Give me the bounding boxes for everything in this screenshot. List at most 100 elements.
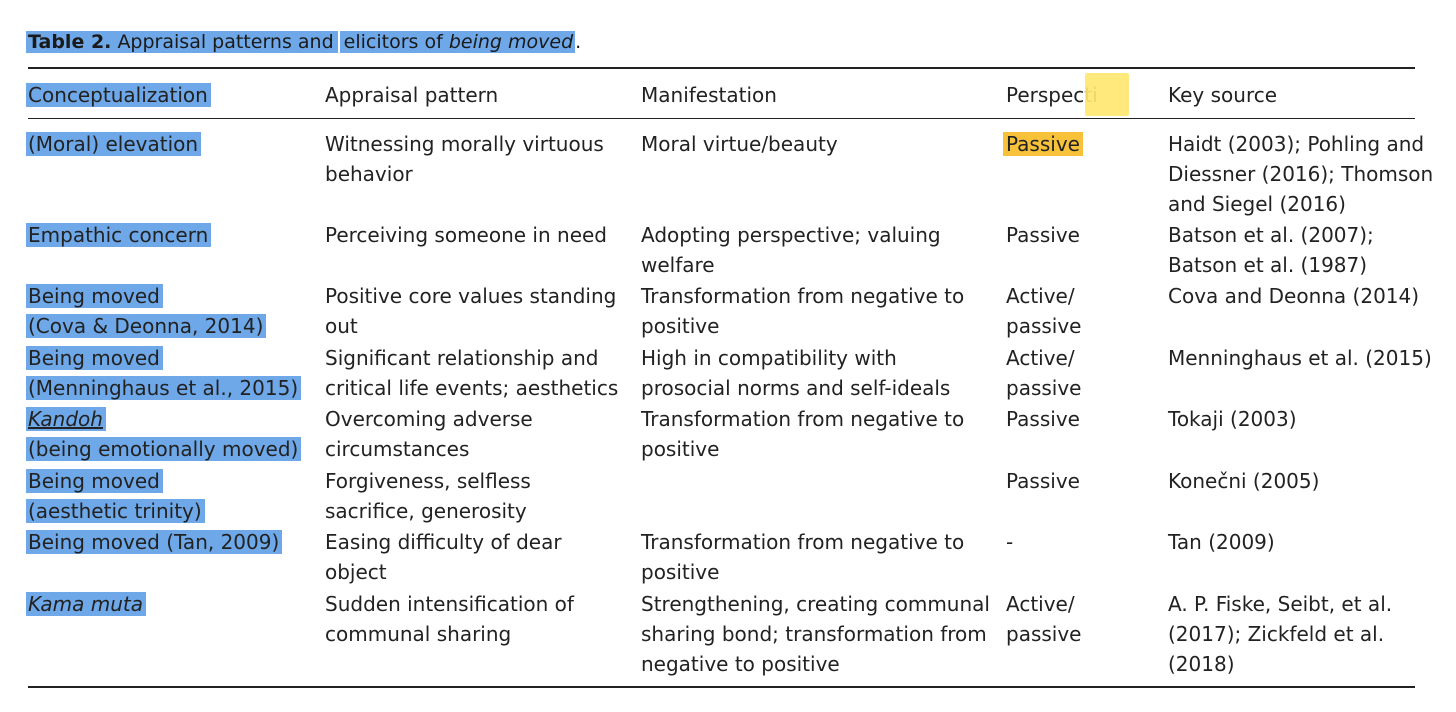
cell-line: positive [641,314,720,338]
cell-line: and Siegel (2016) [1168,192,1346,216]
cell-line: passive [1006,376,1082,400]
cell-line: High in compatibility with [641,346,897,370]
cell-line: (2017); Zickfeld et al. [1168,622,1385,646]
cell-appraisal: Perceiving someone in need [325,220,607,250]
cell-line: Being moved (Tan, 2009) [26,530,283,554]
cell-line: Transformation from negative to [641,284,965,308]
cell-appraisal: Sudden intensification of communal sharin… [325,589,574,649]
cell-line: communal sharing [325,622,512,646]
caption-text-b-italic: being moved [448,31,574,53]
cell-line: Passive [1006,407,1080,431]
cell-perspective: Passive [1006,220,1080,250]
cell-line: Overcoming adverse [325,407,533,431]
cell-line: Kama muta [26,592,147,616]
cell-line: passive [1006,622,1082,646]
cell-line: Transformation from negative to [641,530,965,554]
cell-line: critical life events; aesthetics [325,376,619,400]
cell-perspective: Passive [1006,466,1080,496]
cell-line: Passive [1003,132,1083,156]
cell-concept: Being moved(Menninghaus et al., 2015) [26,343,302,403]
cell-appraisal: Witnessing morally virtuous behavior [325,129,604,189]
cell-line: Batson et al. (1987) [1168,253,1368,277]
cell-line: Cova and Deonna (2014) [1168,284,1420,308]
cell-line: negative to positive [641,652,840,676]
cell-appraisal: Significant relationship and critical lif… [325,343,618,403]
caption-period: . [575,31,582,53]
cell-line: Forgiveness, selfless [325,469,531,493]
cell-line: Significant relationship and [325,346,599,370]
cell-perspective: Passive [1006,404,1080,434]
cell-line: (aesthetic trinity) [26,499,205,523]
cell-perspective: Passive [1003,129,1083,159]
cell-perspective: Active/passive [1006,281,1082,341]
cell-line: Tokaji (2003) [1168,407,1297,431]
cell-line: (Moral) elevation [26,132,202,156]
cell-line: passive [1006,314,1082,338]
cell-source: Konečni (2005) [1168,466,1319,496]
cell-line: positive [641,560,720,584]
cell-concept: Empathic concern [26,220,212,250]
cell-concept: Being moved (Tan, 2009) [26,527,283,557]
cell-line: Being moved [26,469,163,493]
cell-line: Transformation from negative to [641,407,965,431]
caption-text-b: elicitors of [343,31,443,53]
cell-line: Being moved [26,284,163,308]
header-conceptualization: Conceptualization [26,80,211,110]
cell-line: Active/ [1006,284,1075,308]
cell-line: Haidt (2003); Pohling and [1168,132,1425,156]
cell-source: Tan (2009) [1168,527,1275,557]
cell-source: Cova and Deonna (2014) [1168,281,1419,311]
cell-line: Active/ [1006,346,1075,370]
header-perspective: Perspecti [1006,83,1098,107]
cell-line: sacrifice, generosity [325,499,527,523]
cell-manifestation: Transformation from negative to positive [641,404,964,464]
sticky-note-annotation[interactable] [1085,73,1129,116]
table-caption: Table 2. Appraisal patterns and elicitors… [26,26,581,58]
cell-line: Adopting perspective; valuing [641,223,941,247]
cell-line: Passive [1006,469,1080,493]
cell-line: welfare [641,253,715,277]
cell-line: Konečni (2005) [1168,469,1320,493]
cell-line: Witnessing morally virtuous [325,132,604,156]
cell-appraisal: Forgiveness, selfless sacrifice, generosi… [325,466,531,526]
cell-line: Sudden intensification of [325,592,574,616]
cell-concept: Kandoh(being emotionally moved) [26,404,302,464]
cell-manifestation: Moral virtue/beauty [641,129,838,159]
cell-line: object [325,560,387,584]
cell-concept: Kama muta [26,589,147,619]
cell-source: Tokaji (2003) [1168,404,1297,434]
cell-appraisal: Positive core values standing out [325,281,616,341]
cell-line: (2018) [1168,652,1235,676]
cell-line: Positive core values standing [325,284,617,308]
header-bottom-rule [28,118,1415,119]
cell-manifestation: High in compatibility with prosocial norm… [641,343,950,403]
cell-line: behavior [325,162,413,186]
cell-line: Menninghaus et al. (2015) [1168,346,1432,370]
cell-source: A. P. Fiske, Seibt, et al. (2017); Zickfe… [1168,589,1392,679]
cell-manifestation: Transformation from negative to positive [641,527,964,587]
cell-line: out [325,314,358,338]
cell-line: Passive [1006,223,1080,247]
cell-line: Moral virtue/beauty [641,132,838,156]
cell-manifestation: Adopting perspective; valuing welfare [641,220,941,280]
cell-line: prosocial norms and self-ideals [641,376,951,400]
cell-line: Strengthening, creating communal [641,592,990,616]
cell-source: Menninghaus et al. (2015) [1168,343,1432,373]
cell-line: (Cova & Deonna, 2014) [26,314,267,338]
header-key-source: Key source [1168,83,1278,107]
cell-line: Being moved [26,346,163,370]
cell-line: Diessner (2016); Thomson [1168,162,1434,186]
cell-line: A. P. Fiske, Seibt, et al. [1168,592,1393,616]
cell-line: Kandoh [26,407,106,431]
cell-line: - [1006,530,1014,554]
cell-line: Active/ [1006,592,1075,616]
cell-perspective: Active/passive [1006,589,1082,649]
cell-line: Batson et al. (2007); [1168,223,1374,247]
caption-label: Table 2. [28,31,112,53]
cell-source: Batson et al. (2007); Batson et al. (1987… [1168,220,1374,280]
cell-concept: (Moral) elevation [26,129,202,159]
cell-line: positive [641,437,720,461]
caption-text-a: Appraisal patterns and [117,31,334,53]
cell-line: Perceiving someone in need [325,223,608,247]
